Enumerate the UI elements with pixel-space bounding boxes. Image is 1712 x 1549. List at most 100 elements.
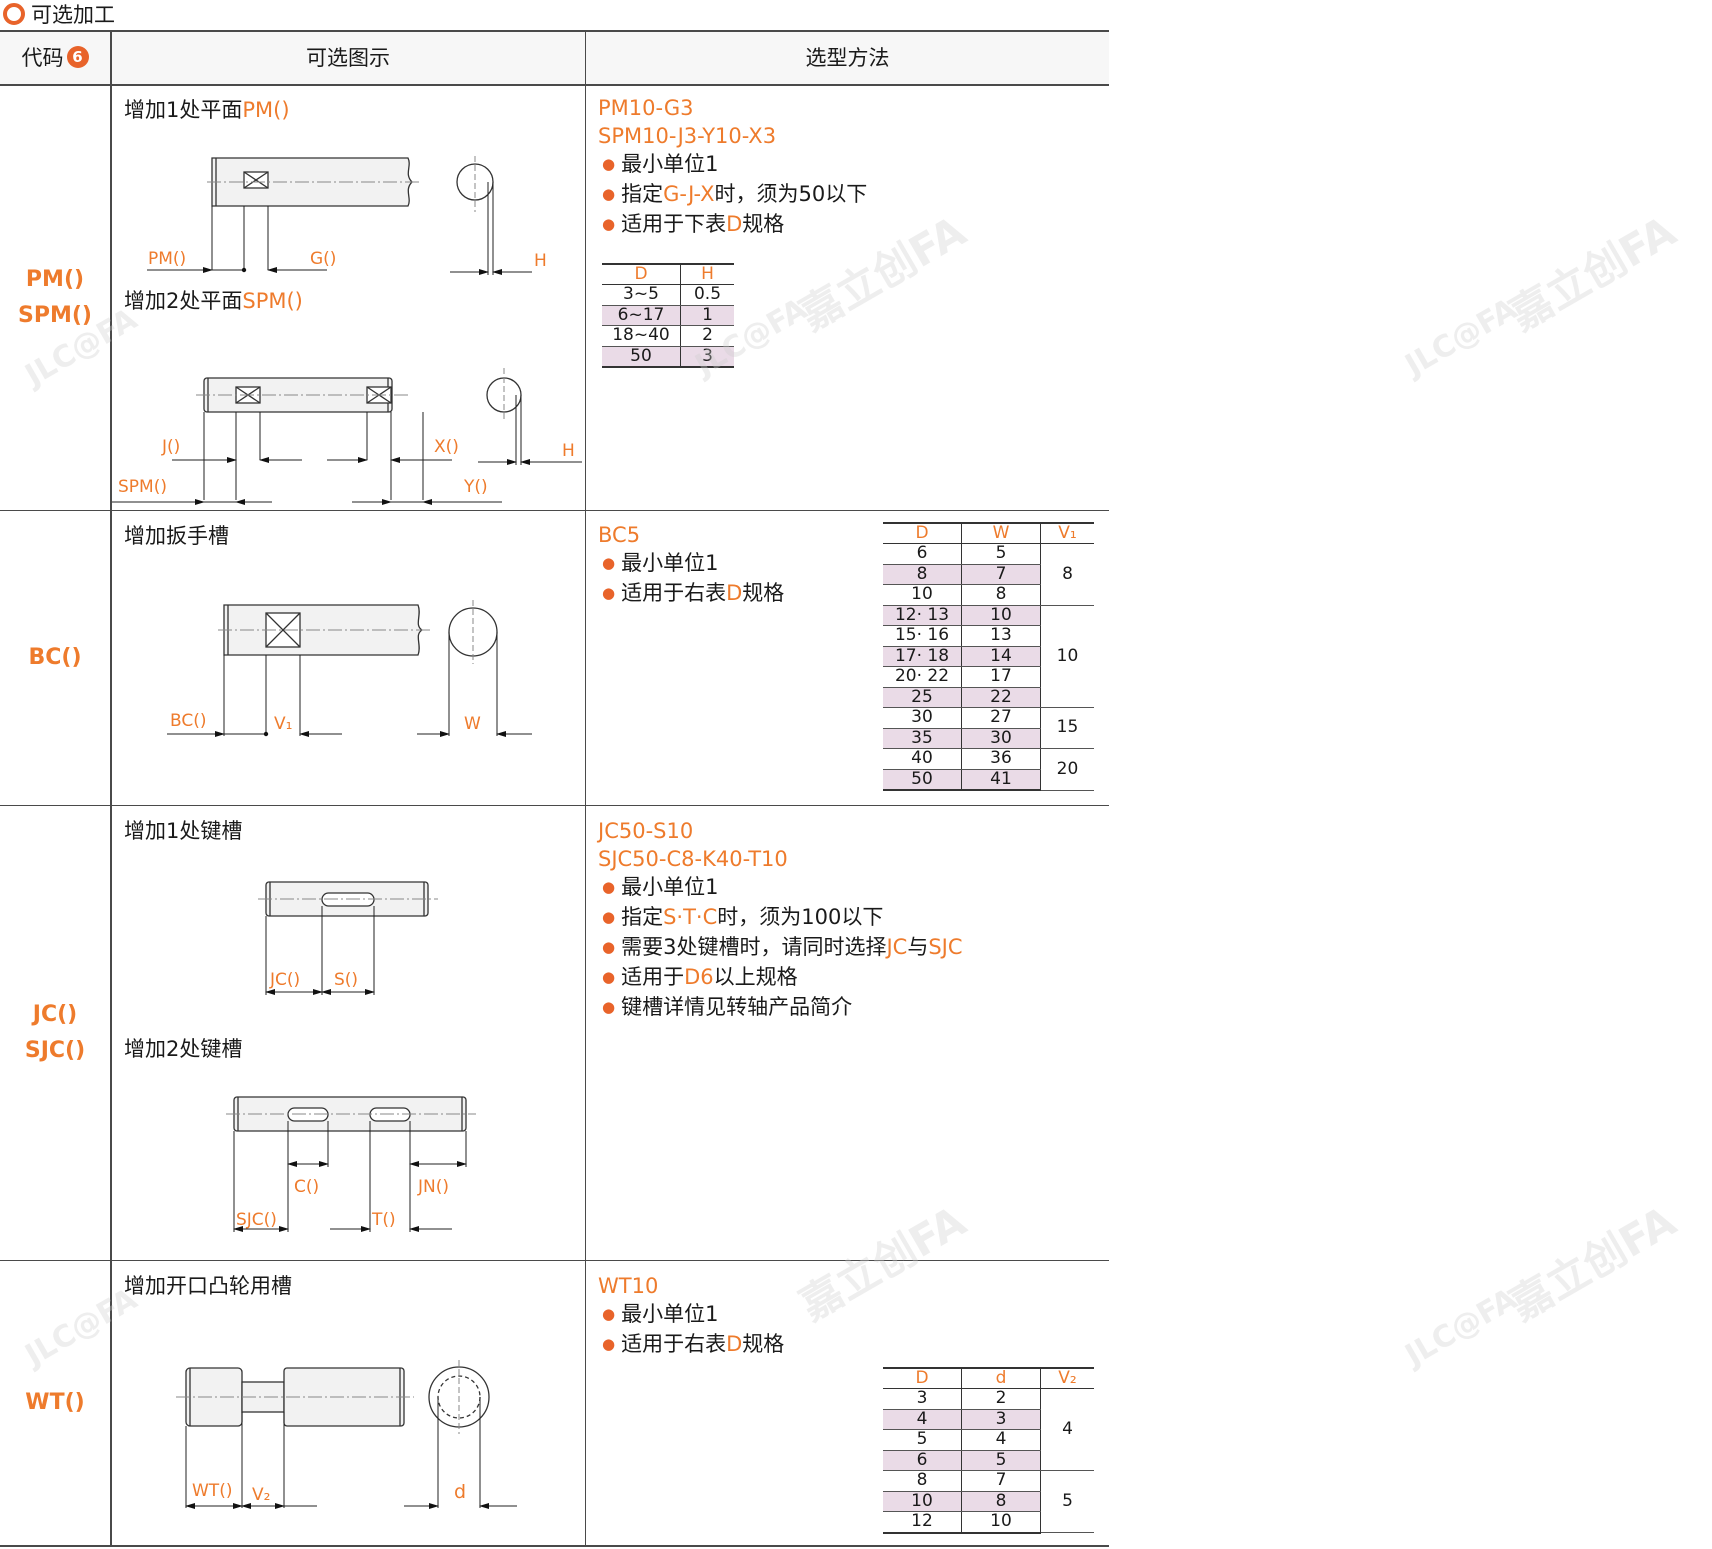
dim-label-j: J() <box>161 437 180 457</box>
table-cell: 13 <box>961 625 1041 647</box>
table-cell: 41 <box>961 769 1041 791</box>
table-header: D <box>602 263 681 285</box>
dim-label-d: d <box>454 1481 466 1503</box>
code-sjc: SJC() <box>24 1038 86 1063</box>
pm-diagram: PM() G() H <box>112 156 582 505</box>
fig-title-spm: 增加2处平面SPM() <box>124 289 303 313</box>
number-badge: 6 <box>66 46 89 68</box>
section-title-text: 可选加工 <box>31 3 115 27</box>
table-cell: 35 <box>883 728 962 749</box>
example-code: PM10-G3 <box>598 96 694 120</box>
table-cell: 10 <box>1040 605 1094 708</box>
table-header: d <box>961 1367 1041 1389</box>
table-cell: 10 <box>883 1491 962 1512</box>
example-code: SJC50-C8-K40-T10 <box>598 847 788 871</box>
note-item: 最小单位1 <box>598 150 867 180</box>
header-method: 选型方法 <box>586 30 1109 84</box>
table-cell: 8 <box>1040 543 1094 606</box>
code-cell-bc: BC() <box>0 511 110 805</box>
table-cell: 5 <box>883 1429 962 1451</box>
selection-wt: WT10 最小单位1 适用于右表D规格 <box>598 1272 784 1360</box>
table-header: W <box>961 522 1041 544</box>
dim-label-x: X() <box>434 437 459 457</box>
table-cell: 12· 13 <box>883 605 962 626</box>
dim-label-jn: JN() <box>417 1177 449 1197</box>
table-cell: 22 <box>961 687 1041 708</box>
table-cell: 5 <box>1040 1470 1094 1533</box>
watermark: 嘉立创FA <box>1501 1196 1684 1330</box>
header-code-label: 代码 <box>21 46 64 70</box>
section-title: 可选加工 <box>0 0 115 28</box>
dim-label-v2: V₂ <box>252 1485 270 1505</box>
table-cell: 3~5 <box>602 284 681 306</box>
header-diagram: 可选图示 <box>111 30 585 84</box>
dim-label-h2: H <box>562 441 575 461</box>
table-cell: 8 <box>883 1470 962 1492</box>
note-item: 键槽详情见转轴产品简介 <box>598 993 963 1023</box>
note-item: 适用于D6以上规格 <box>598 963 963 993</box>
example-code: WT10 <box>598 1274 659 1298</box>
fig-title-jc: 增加1处键槽 <box>124 819 243 843</box>
note-item: 适用于右表D规格 <box>598 1330 784 1360</box>
dim-label-pm: PM() <box>148 249 186 269</box>
note-item: 指定G-J-X时，须为50以下 <box>598 180 867 210</box>
table-cell: 30 <box>961 728 1041 749</box>
table-header: D <box>883 522 962 544</box>
table-header: V₂ <box>1040 1367 1094 1389</box>
dim-label-wt: WT() <box>192 1481 232 1501</box>
dim-label-spm: SPM() <box>118 477 167 497</box>
table-cell: 14 <box>961 646 1041 667</box>
dim-label-c: C() <box>294 1177 319 1197</box>
selection-bc: BC5 最小单位1 适用于右表D规格 <box>598 521 784 609</box>
dim-label-h: H <box>534 251 547 271</box>
watermark: 嘉立创FA <box>1501 206 1684 340</box>
dim-label-bc: BC() <box>170 711 207 731</box>
fig-title-bc: 增加扳手槽 <box>124 524 229 548</box>
table-cell: 15 <box>1040 707 1094 749</box>
table-cell: 12 <box>883 1511 962 1534</box>
row-divider <box>0 510 1109 511</box>
column-divider <box>110 30 112 1547</box>
table-cell: 27 <box>961 707 1041 729</box>
jc-diagram: JC() S() C() JN() SJC() T() <box>226 881 476 1232</box>
table-cell: 3 <box>883 1388 962 1410</box>
table-cell: 36 <box>961 748 1041 770</box>
example-code: JC50-S10 <box>598 819 694 843</box>
table-cell: 5 <box>961 543 1041 565</box>
table-cell: 3 <box>961 1409 1041 1430</box>
table-cell: 50 <box>883 769 962 791</box>
selection-pm: PM10-G3 SPM10-J3-Y10-X3 最小单位1 指定G-J-X时，须… <box>598 94 867 240</box>
table-cell: 15· 16 <box>883 625 962 647</box>
note-item: 指定S·T·C时，须为100以下 <box>598 903 963 933</box>
table-cell: 2 <box>961 1388 1041 1410</box>
dim-label-v1: V₁ <box>274 714 292 734</box>
table-header: V₁ <box>1040 522 1094 544</box>
fig-title-sjc: 增加2处键槽 <box>124 1037 243 1061</box>
table-rule <box>0 84 1109 86</box>
row-divider <box>0 1260 1109 1261</box>
watermark-logo: JLC@FA <box>1399 1281 1524 1374</box>
code-bc: BC() <box>28 645 82 670</box>
table-cell: 18~40 <box>602 325 681 347</box>
row-divider <box>0 805 1109 806</box>
code-cell-pm: PM() SPM() <box>0 86 110 510</box>
code-pm: PM() <box>25 267 85 292</box>
table-cell: 40 <box>883 748 962 770</box>
table-cell: 25 <box>883 687 962 708</box>
